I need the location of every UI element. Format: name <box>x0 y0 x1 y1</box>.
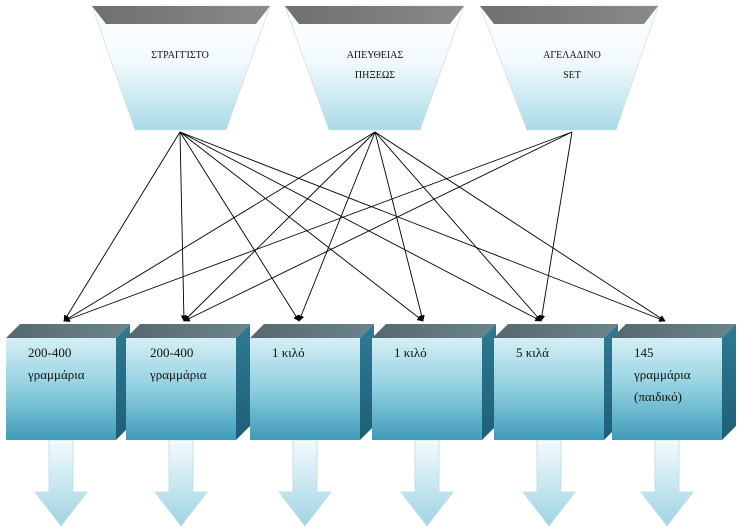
box-front-face <box>372 338 482 440</box>
box-top-face <box>6 324 130 338</box>
source-label-s2: ΑΠΕΥΘΕΙΑΣ ΠΗΞΕΩΣ <box>347 46 404 86</box>
target-box-t2 <box>126 324 250 440</box>
source-trapezoid <box>91 5 271 131</box>
connection-arrow-s3-t1 <box>63 131 573 322</box>
connection-arrow-s1-t2 <box>179 131 188 322</box>
connection-arrow-s3-t2 <box>183 131 573 322</box>
box-top-face <box>494 324 618 338</box>
source-node-s2 <box>284 5 465 131</box>
connection-arrow-s2-t4 <box>374 131 425 322</box>
box-front-face <box>494 338 604 440</box>
box-top-face <box>612 324 736 338</box>
target-box-t6 <box>612 324 736 440</box>
connection-arrow-s1-t6 <box>179 131 666 322</box>
connection-arrow-s1-t3 <box>179 131 300 322</box>
target-label-line: 1 κιλό <box>272 345 305 360</box>
target-label-t3: 1 κιλό <box>272 342 305 364</box>
target-label-line: 145 <box>634 345 654 360</box>
target-box-t3 <box>250 324 374 440</box>
target-label-line: γραμμάρια <box>28 367 85 382</box>
source-label-line: SET <box>563 70 581 81</box>
connection-arrow-s1-t5 <box>179 131 542 322</box>
box-top-face <box>126 324 250 338</box>
source-node-s3 <box>479 5 659 131</box>
box-side-face <box>360 324 374 440</box>
down-arrow-icon <box>154 439 208 527</box>
box-front-face <box>6 338 116 440</box>
source-label-s3: ΑΓΕΛΑΔΙΝΟ SET <box>543 46 601 86</box>
target-label-line: γραμμάρια <box>634 367 691 382</box>
down-arrow-icon <box>400 439 454 527</box>
source-label-line: ΠΗΞΕΩΣ <box>354 70 396 81</box>
source-node-s1 <box>91 5 271 131</box>
target-box-t5 <box>494 324 618 440</box>
down-arrow-icon <box>522 439 576 527</box>
target-label-t6: 145 γραμμάρια (παιδικό) <box>634 342 691 408</box>
box-front-face <box>612 338 722 440</box>
target-label-t5: 5 κιλά <box>516 342 549 364</box>
box-side-face <box>236 324 250 440</box>
box-side-face <box>722 324 736 440</box>
source-label-s1: ΣΤΡΑΓΓΙΣΤΟ <box>151 46 209 66</box>
down-arrow-icon <box>640 439 694 527</box>
target-label-line: 200-400 <box>28 345 72 360</box>
connection-arrow-s2-t1 <box>63 131 376 322</box>
connection-arrow-s2-t2 <box>183 131 376 322</box>
down-arrow-icon <box>278 439 332 527</box>
target-label-line: 5 κιλά <box>516 345 549 360</box>
down-arrow-icon <box>34 439 88 527</box>
connection-arrow-s2-t5 <box>374 131 542 322</box>
connection-arrow-s2-t3 <box>298 131 376 322</box>
target-box-t4 <box>372 324 496 440</box>
source-trapezoid-top <box>480 6 658 24</box>
source-label-line: ΣΤΡΑΓΓΙΣΤΟ <box>151 50 209 61</box>
connection-arrow-s1-t1 <box>63 131 181 322</box>
target-label-t4: 1 κιλό <box>394 342 427 364</box>
source-label-line: ΑΓΕΛΑΔΙΝΟ <box>543 50 601 61</box>
box-top-face <box>372 324 496 338</box>
box-side-face <box>482 324 496 440</box>
connection-arrow-s1-t4 <box>179 131 424 322</box>
source-label-line: ΑΠΕΥΘΕΙΑΣ <box>346 50 404 61</box>
target-label-line: 1 κιλό <box>394 345 427 360</box>
box-top-face <box>250 324 374 338</box>
target-label-line: (παιδικό) <box>634 389 682 404</box>
connection-arrow-s2-t6 <box>374 131 666 322</box>
target-box-t1 <box>6 324 130 440</box>
target-label-line: γραμμάρια <box>150 367 207 382</box>
source-trapezoid-top <box>285 6 464 24</box>
box-front-face <box>126 338 236 440</box>
box-front-face <box>250 338 360 440</box>
connection-arrow-s3-t5 <box>538 131 573 322</box>
target-label-t1: 200-400 γραμμάρια <box>28 342 85 386</box>
target-label-t2: 200-400 γραμμάρια <box>150 342 207 386</box>
source-trapezoid-top <box>92 6 270 24</box>
target-label-line: 200-400 <box>150 345 194 360</box>
